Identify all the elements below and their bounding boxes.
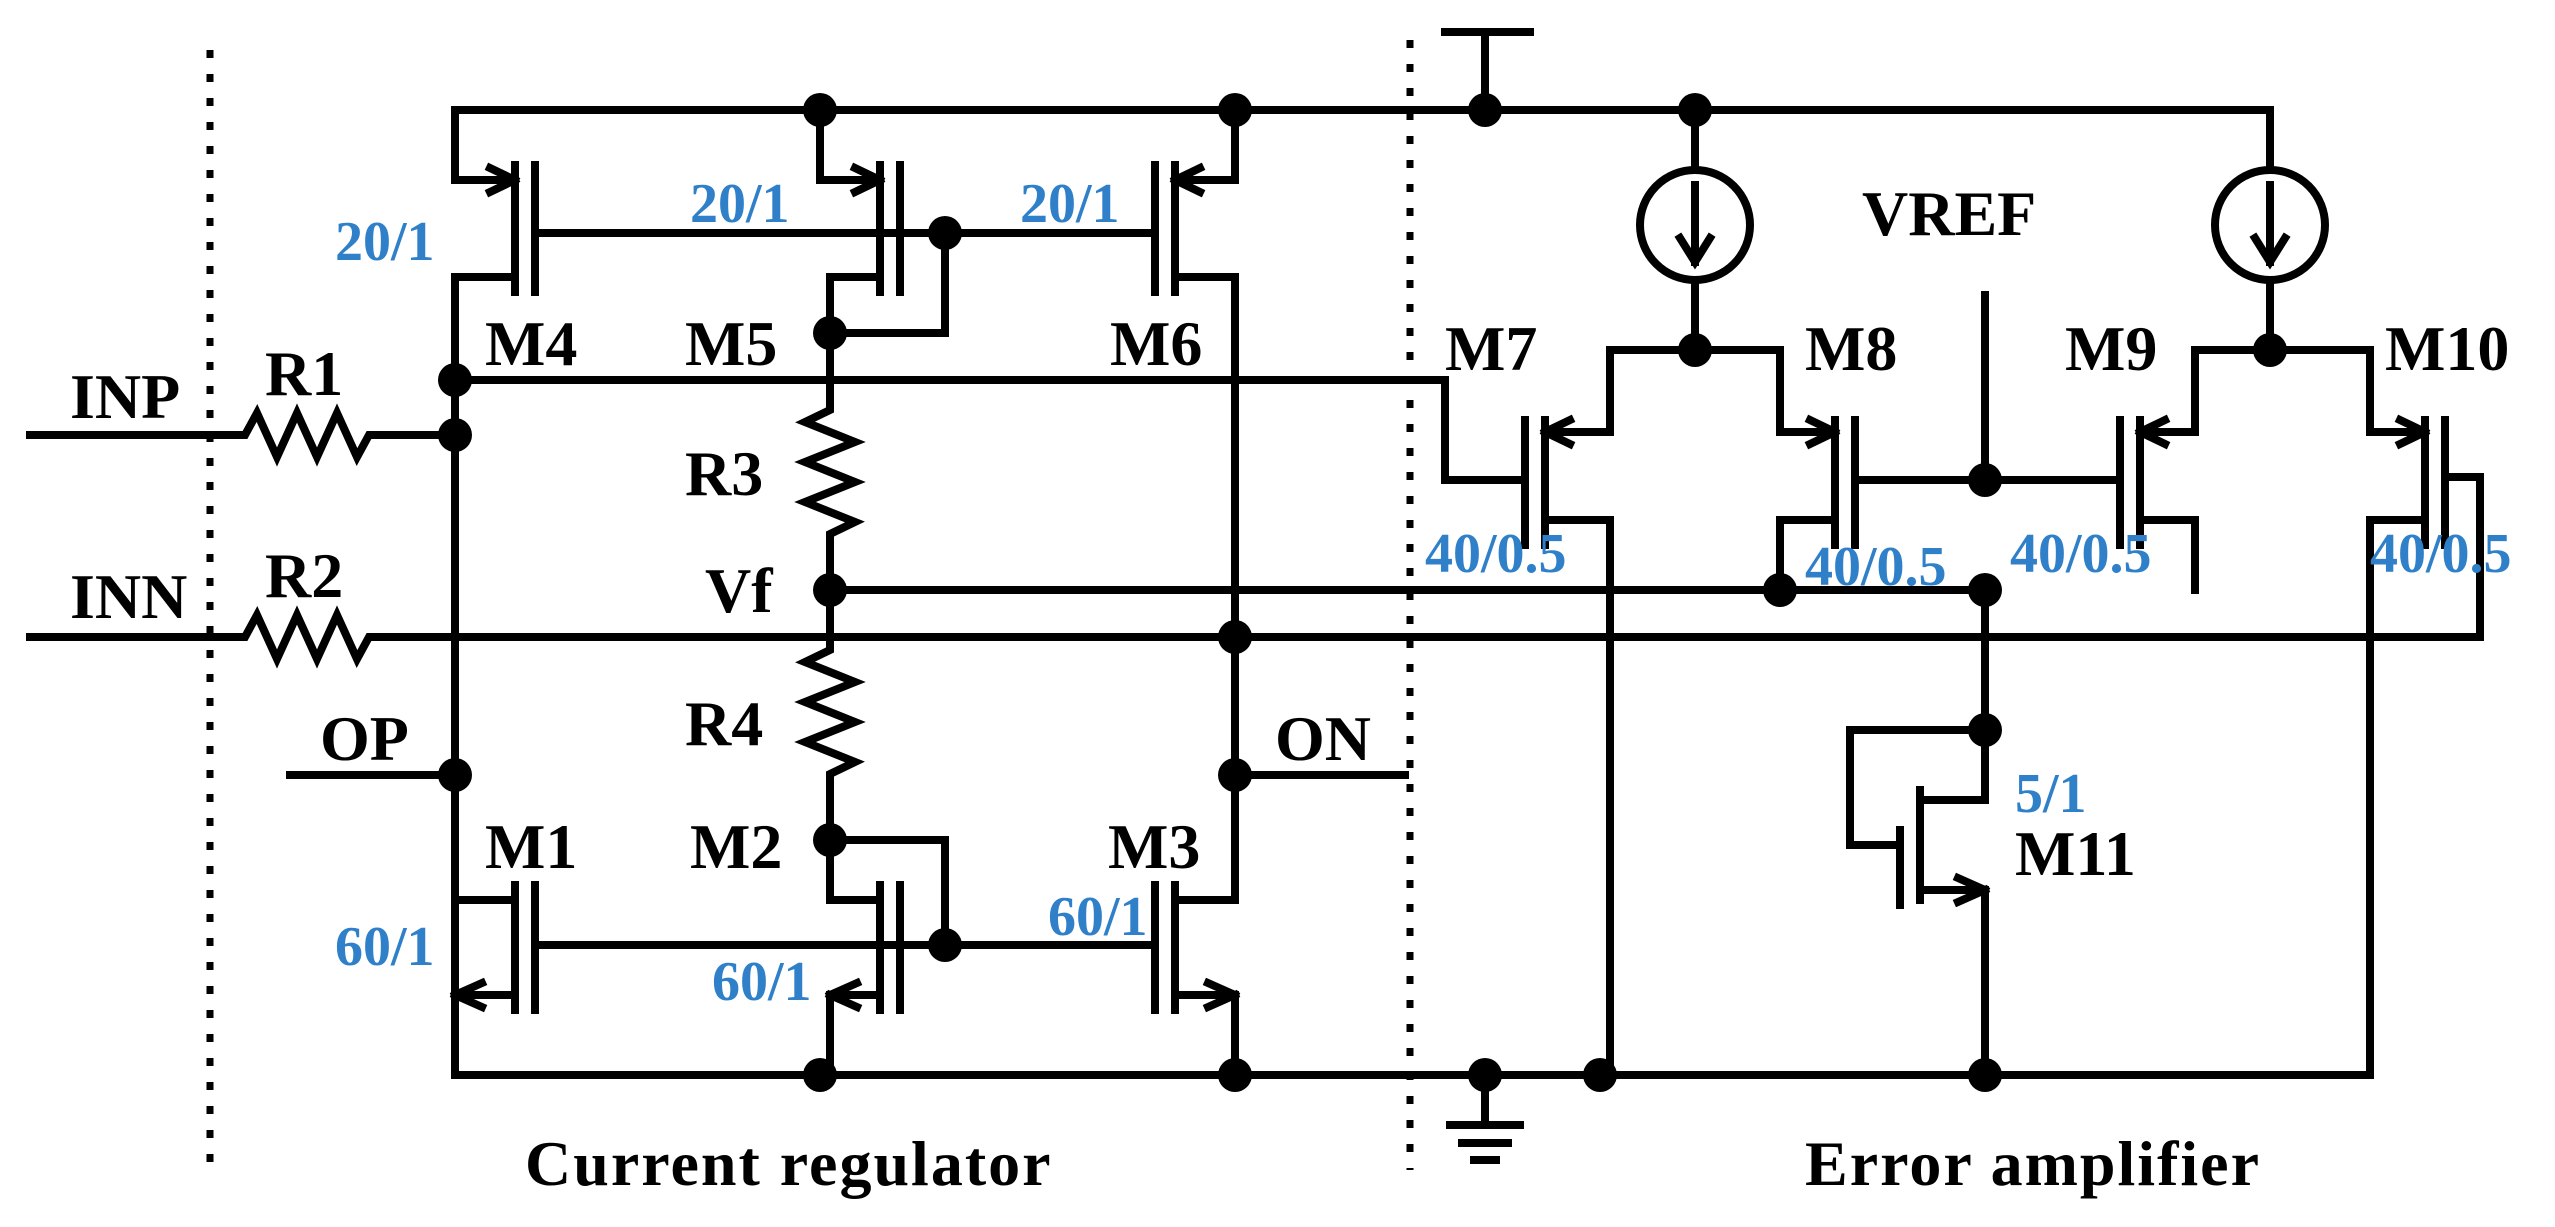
label-m8: M8 (1805, 313, 1897, 384)
resistor-r3 (794, 329, 866, 594)
label-r3: R3 (685, 438, 763, 509)
caption-error-amplifier: Error amplifier (1805, 1128, 2261, 1199)
transistor-m11 (1846, 726, 1991, 1079)
current-source-left (1606, 106, 1784, 354)
caption-current-regulator: Current regulator (525, 1128, 1053, 1199)
transistor-m9 (2116, 346, 2199, 594)
label-vref: VREF (1862, 178, 2036, 249)
label-r4: R4 (685, 688, 763, 759)
size-m6: 20/1 (1020, 173, 1120, 235)
label-m5: M5 (685, 308, 777, 379)
transistor-m3 (941, 749, 1241, 1079)
label-m10: M10 (2385, 313, 2509, 384)
vdd-rail (451, 28, 2274, 114)
label-m7: M7 (1445, 313, 1537, 384)
transistor-m4 (451, 106, 949, 1079)
label-m3: M3 (1108, 811, 1200, 882)
size-m10: 40/0.5 (2370, 523, 2512, 585)
inp-to-m7-wire (451, 376, 1529, 484)
label-inn: INN (70, 561, 187, 632)
label-r1: R1 (265, 338, 343, 409)
transistor-m7 (1521, 346, 1614, 1079)
size-m5: 20/1 (690, 173, 790, 235)
size-m3: 60/1 (1048, 886, 1148, 948)
label-m4: M4 (485, 308, 577, 379)
resistor-r2 (26, 473, 2484, 669)
size-m7: 40/0.5 (1425, 523, 1567, 585)
transistor-m1 (449, 881, 949, 1079)
label-m9: M9 (2065, 313, 2157, 384)
current-source-right (2191, 106, 2374, 354)
label-m11: M11 (2015, 818, 2136, 889)
label-r2: R2 (265, 540, 343, 611)
size-m2: 60/1 (712, 951, 812, 1013)
label-m1: M1 (485, 811, 577, 882)
label-on: ON (1275, 703, 1371, 774)
label-op: OP (320, 703, 409, 774)
label-m6: M6 (1110, 308, 1202, 379)
transistor-m6 (941, 106, 1239, 757)
resistor-r1 (26, 403, 459, 467)
label-vf: Vf (705, 555, 773, 626)
transistor-m2 (824, 829, 949, 1079)
size-m11: 5/1 (2015, 763, 2087, 825)
transistor-m10 (2366, 346, 2449, 1079)
resistor-r4 (794, 586, 866, 837)
size-m4: 20/1 (335, 211, 435, 273)
gnd-rail (451, 1071, 2374, 1164)
size-m9: 40/0.5 (2010, 523, 2152, 585)
transistor-m5 (816, 106, 949, 337)
size-m8: 40/0.5 (1805, 536, 1947, 598)
label-m2: M2 (690, 811, 782, 882)
label-inp: INP (70, 361, 180, 432)
size-m1: 60/1 (335, 916, 435, 978)
junction-dots (438, 93, 2287, 1092)
